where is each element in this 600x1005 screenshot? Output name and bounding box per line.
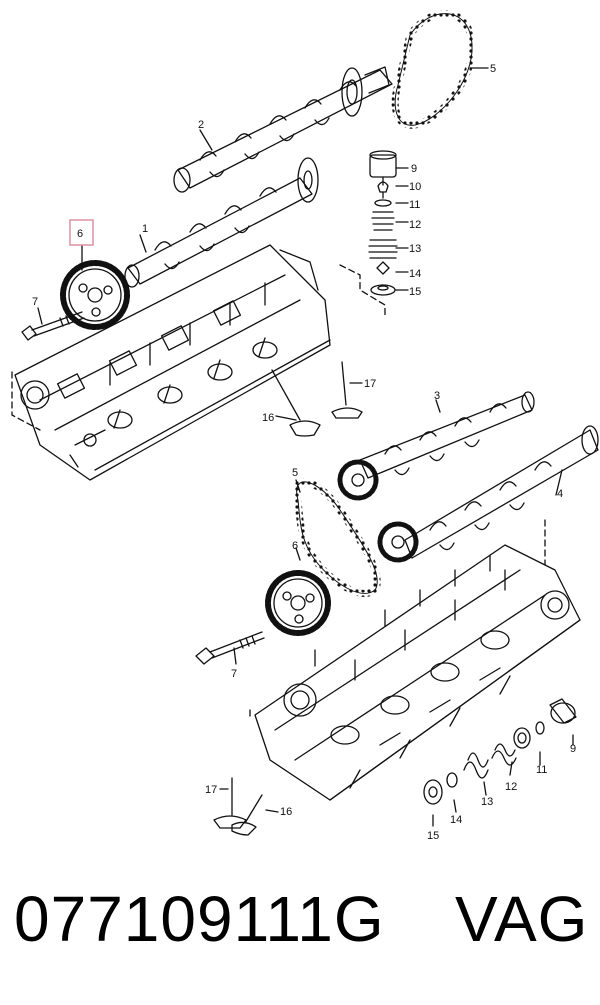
callout-10: 10	[409, 181, 421, 193]
highlight-box-callout-6	[69, 219, 94, 246]
callout-12-lower: 12	[505, 781, 517, 793]
callout-13-lower: 13	[481, 796, 493, 808]
callout-6: 6	[77, 228, 83, 240]
camshaft-sprocket-upper	[60, 260, 130, 330]
callout-13: 13	[409, 243, 421, 255]
diagram-canvas: 1 2 5 6 7 9 10 11 12 13 14 15 16 17 3 4 …	[11, 10, 599, 842]
camshaft-4	[404, 425, 599, 559]
callout-11: 11	[409, 199, 420, 211]
camshaft-sprocket-lower	[265, 570, 331, 636]
valve-16-lower	[231, 794, 263, 836]
callout-9: 9	[411, 163, 417, 175]
callout-17-lower: 17	[205, 784, 217, 796]
part-number: 077109111G	[14, 883, 385, 955]
callout-1: 1	[142, 223, 148, 235]
callout-5-lower: 5	[292, 467, 298, 479]
callout-labels-lower: 3 4 5 6 7 9 11 12 13 14 15 16 17	[205, 390, 576, 842]
valve-train-lower	[423, 698, 577, 805]
callout-3-lower: 3	[434, 390, 440, 402]
callout-5: 5	[490, 63, 496, 75]
callout-7: 7	[32, 296, 38, 308]
bolt-upper	[21, 311, 85, 341]
valve-16-upper	[271, 369, 321, 437]
callout-15-lower: 15	[427, 830, 439, 842]
callout-4-lower: 4	[557, 488, 563, 500]
sprocket-small-3	[337, 459, 379, 501]
cylinder-head-upper	[14, 244, 331, 481]
callout-2: 2	[198, 119, 204, 131]
callout-16: 16	[262, 412, 274, 424]
valve-17-upper	[331, 361, 363, 419]
callout-7-lower: 7	[231, 668, 237, 680]
callout-14: 14	[409, 268, 421, 280]
callout-16-lower: 16	[280, 806, 292, 818]
callout-14-lower: 14	[450, 814, 462, 826]
cylinder-head-lower	[254, 544, 581, 801]
callout-labels-upper: 1 2 5 6 7 9 10 11 12 13 14 15 16 17	[32, 63, 496, 424]
valve-train-upper	[368, 150, 398, 296]
callout-11-lower: 11	[536, 764, 547, 776]
part-caption: 077109111G VAG	[0, 882, 600, 972]
sprocket-small-4	[377, 521, 419, 563]
camshaft-3	[359, 391, 535, 479]
callout-9-lower: 9	[570, 743, 576, 755]
callout-17: 17	[364, 378, 376, 390]
callout-6-lower: 6	[292, 540, 298, 552]
brand-label: VAG	[455, 883, 589, 955]
camshaft-1	[124, 157, 319, 288]
bolt-lower	[195, 631, 265, 665]
callout-12: 12	[409, 219, 421, 231]
callout-15: 15	[409, 286, 421, 298]
valve-17-lower	[213, 777, 247, 829]
timing-chain-upper	[391, 10, 476, 129]
camshaft-2	[173, 66, 393, 193]
